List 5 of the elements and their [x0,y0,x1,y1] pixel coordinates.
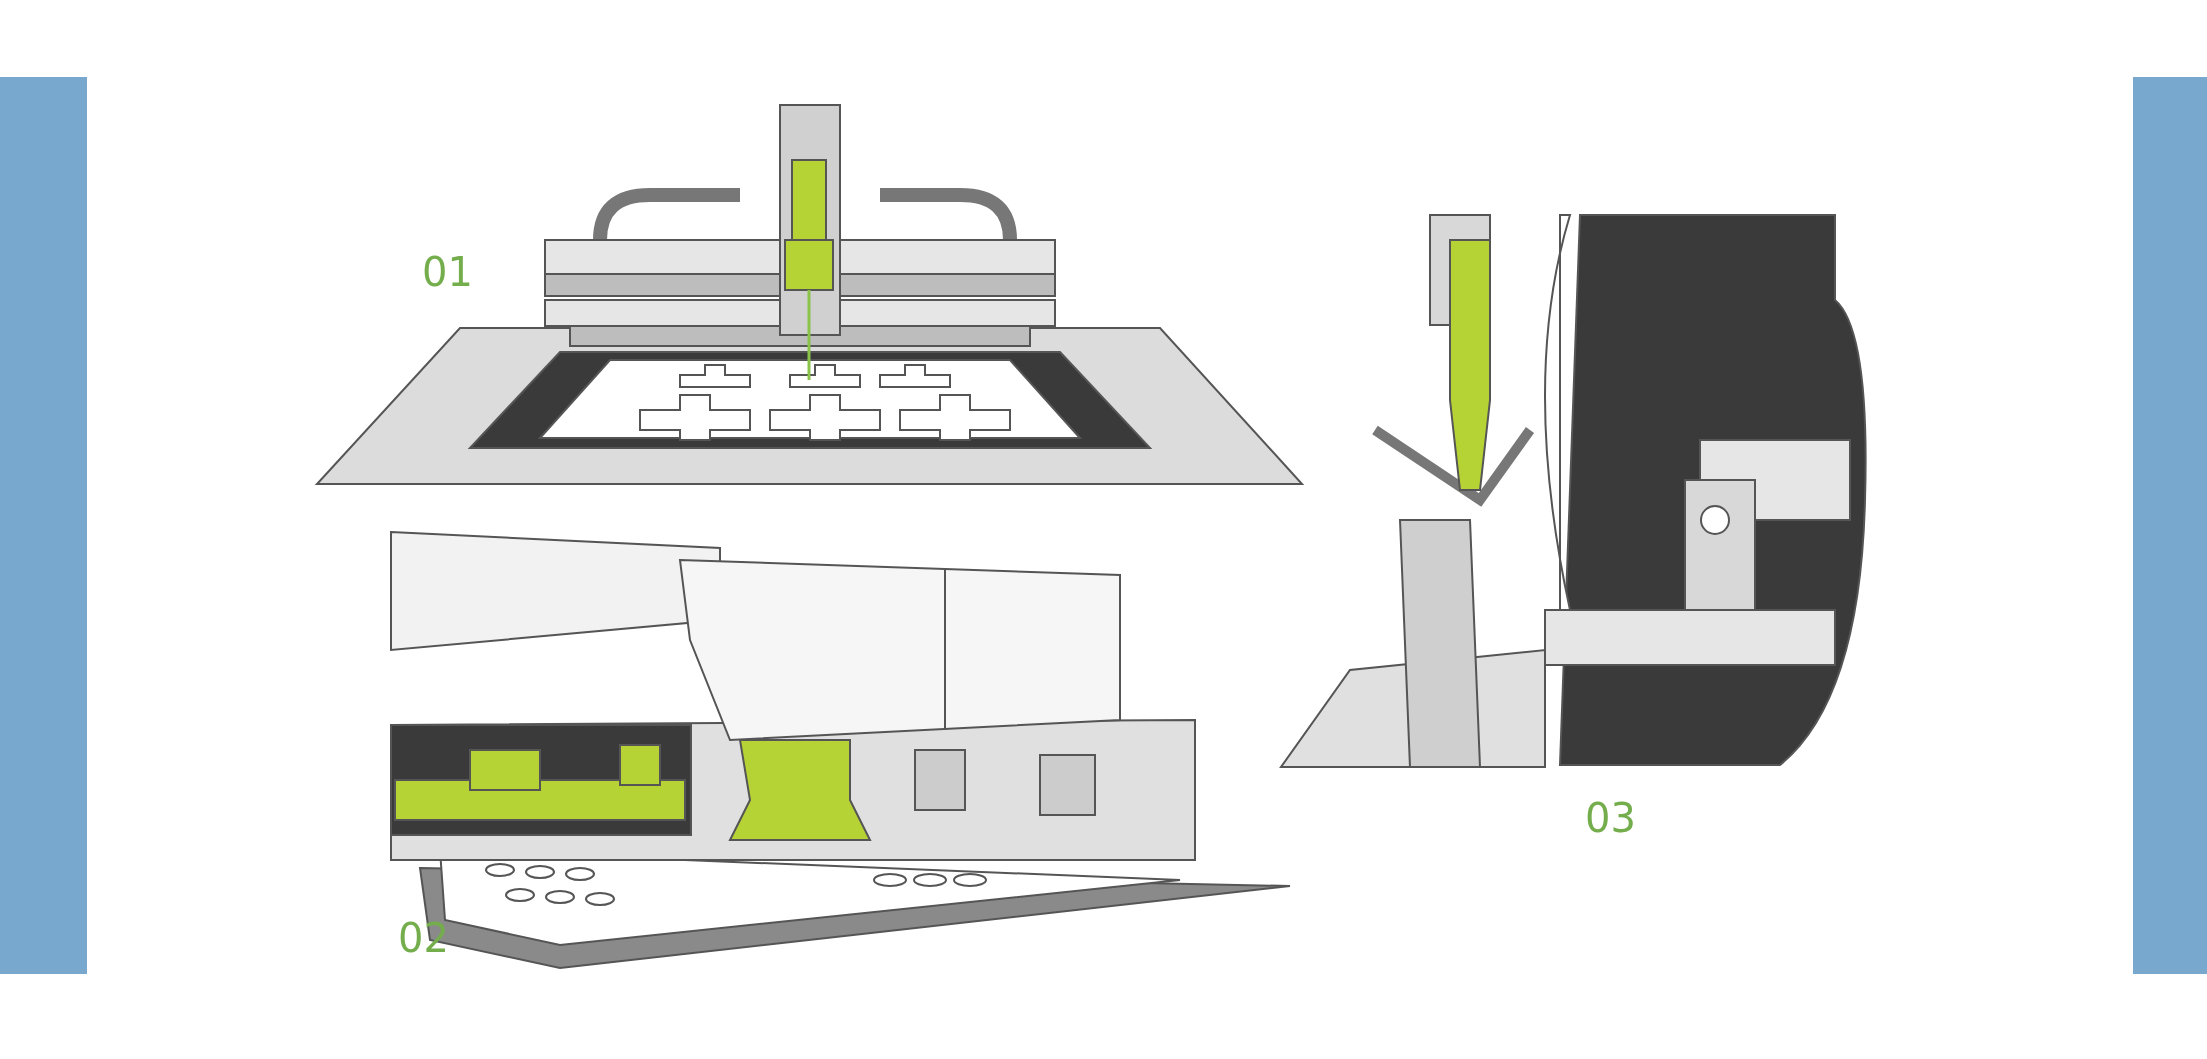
side-bar [0,77,87,974]
side-bar [2133,77,2207,974]
callout-number: 02 [398,918,449,958]
callout-number: 03 [1585,798,1636,838]
callout-number: 01 [422,252,473,292]
